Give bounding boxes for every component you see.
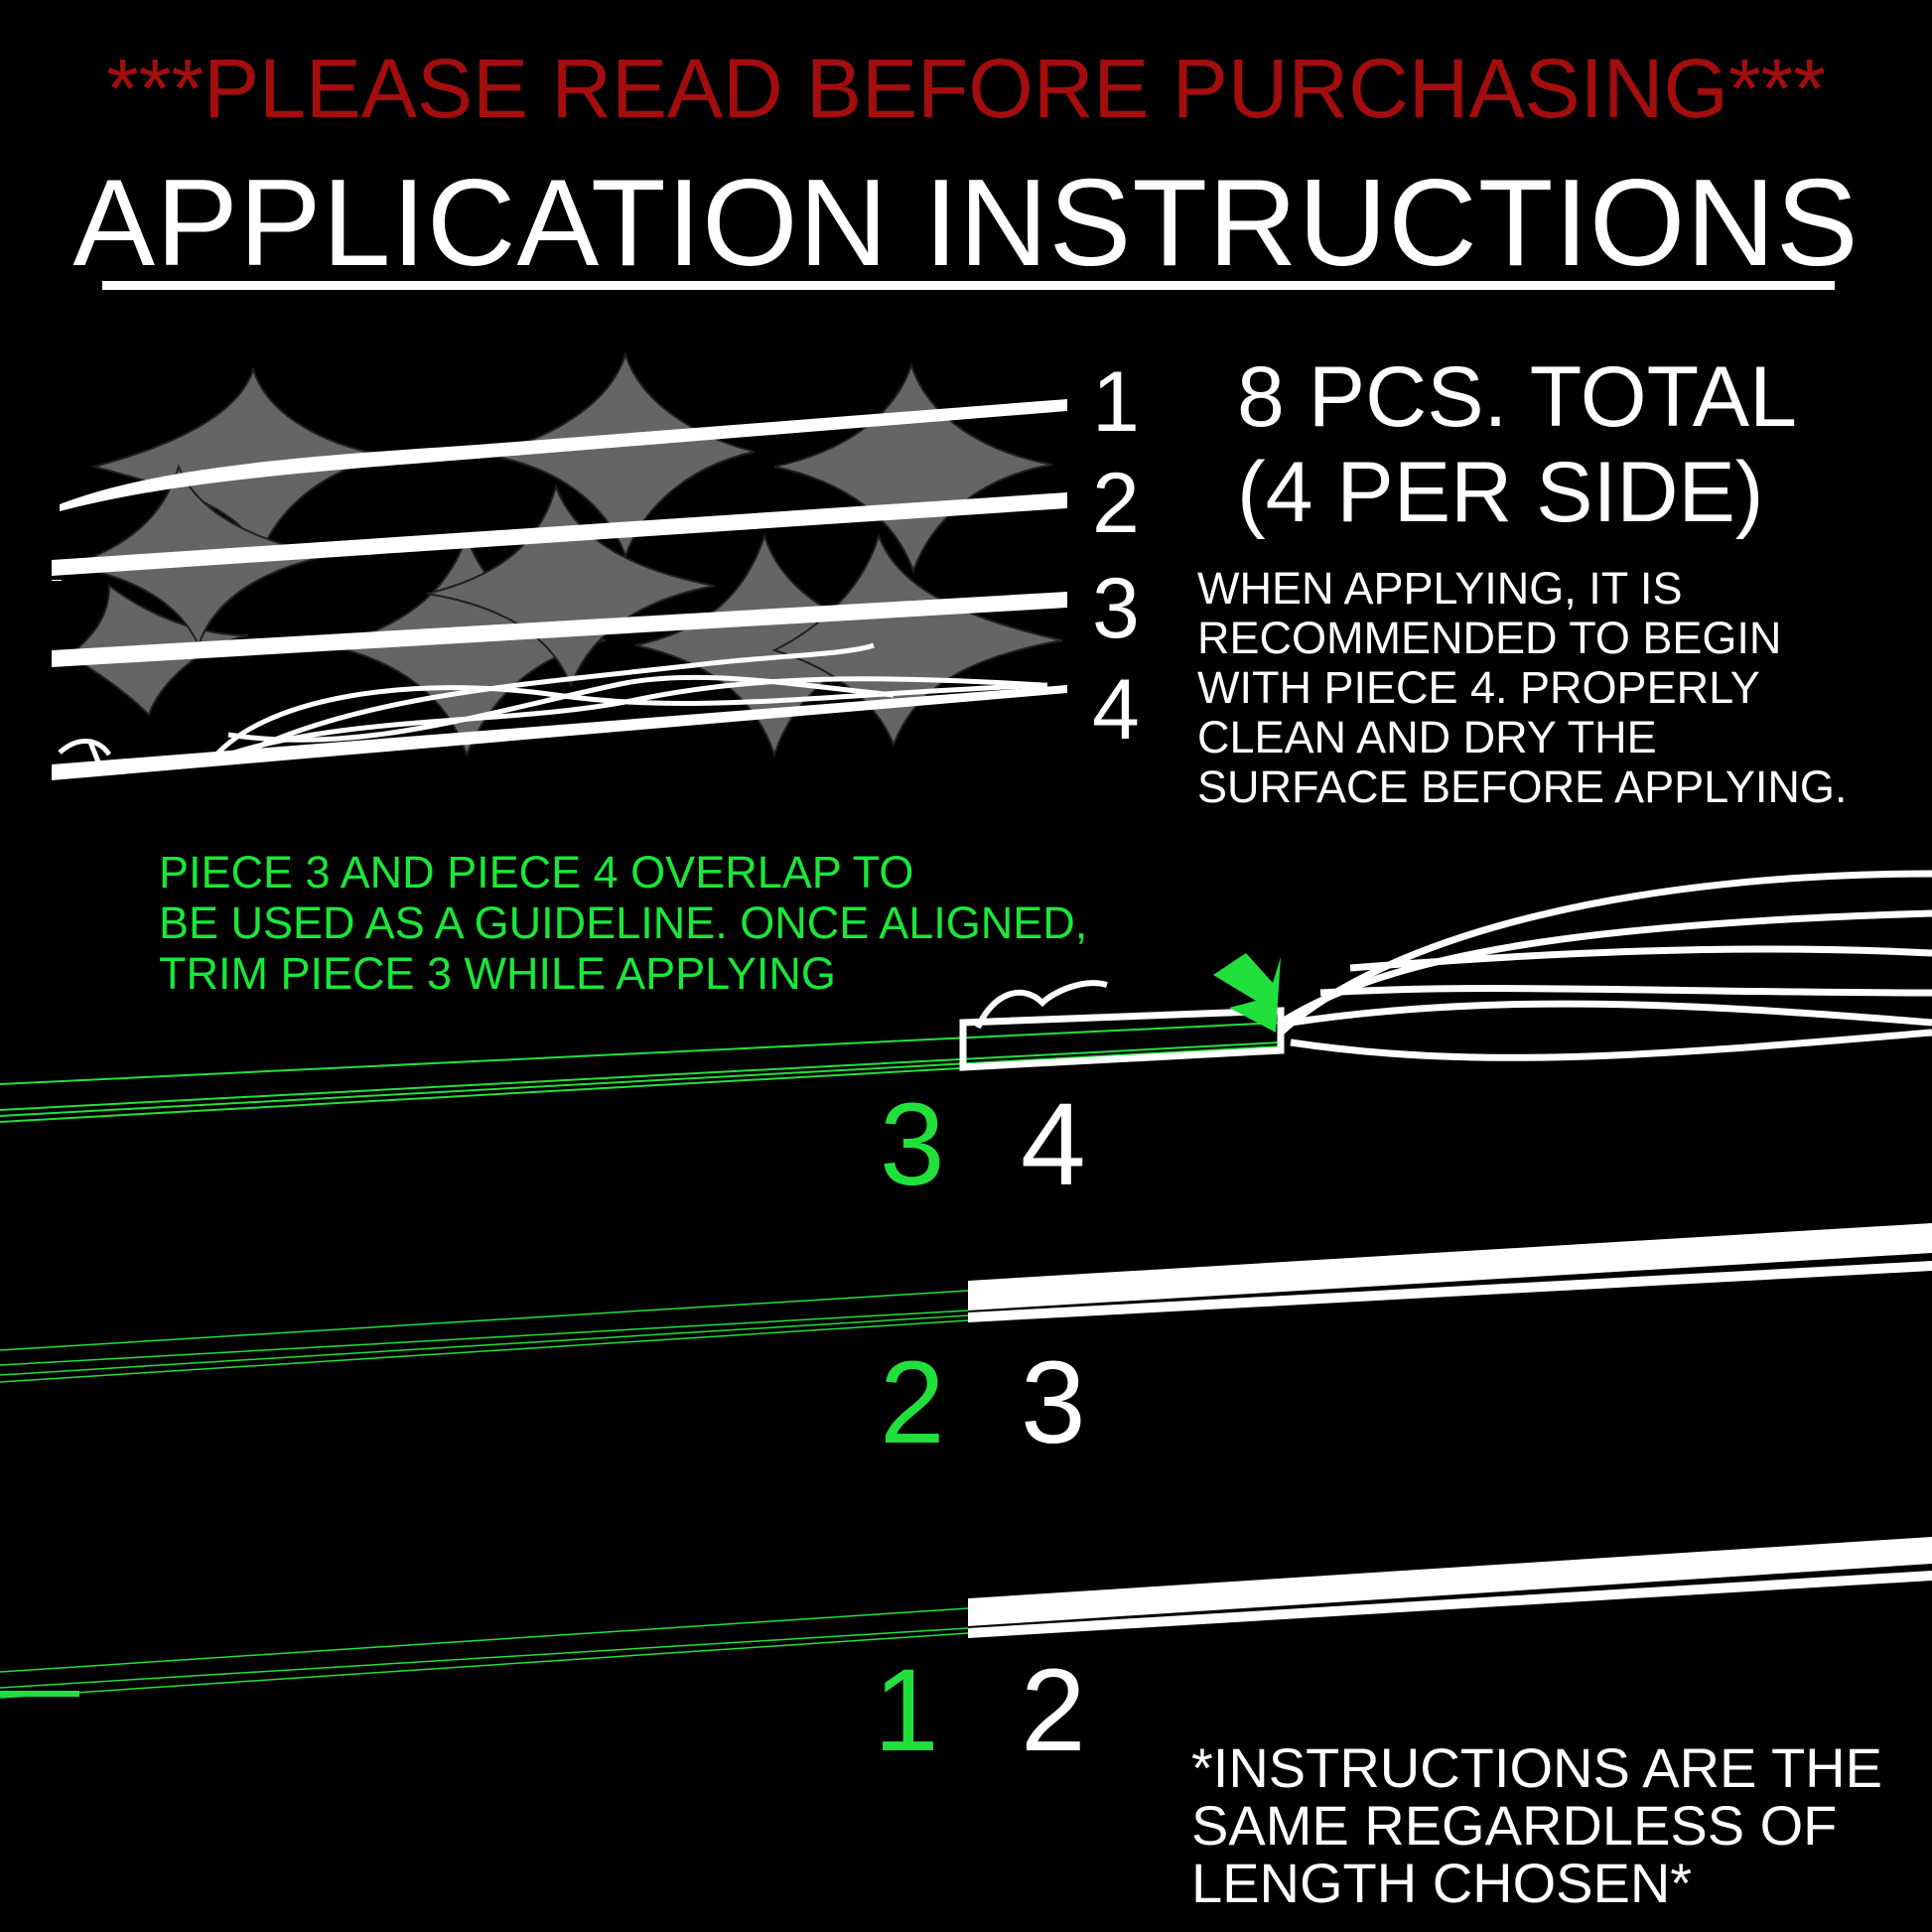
green-tab xyxy=(0,1691,79,1697)
step1-piece-number: 4 xyxy=(1021,1079,1086,1210)
piece4-flourish xyxy=(1278,870,1932,1061)
guide-lines-step2 xyxy=(0,1290,969,1383)
footnote: *INSTRUCTIONS ARE THE SAME REGARDLESS OF… xyxy=(1191,1739,1882,1912)
overview-strips xyxy=(52,399,1067,780)
piece-label-4: 4 xyxy=(1092,662,1140,758)
overview-flourish xyxy=(58,642,1048,766)
step2-piece-number: 3 xyxy=(1021,1337,1086,1468)
green-arrow-icon xyxy=(1213,953,1281,1033)
piece-label-3: 3 xyxy=(1092,561,1140,656)
overlap-note-line: PIECE 3 AND PIECE 4 OVERLAP TO xyxy=(159,847,914,897)
step3-guide-number: 1 xyxy=(874,1645,939,1776)
guide-lines-step1 xyxy=(0,1022,1282,1123)
footnote-line: LENGTH CHOSEN* xyxy=(1191,1852,1693,1914)
guide-lines-step3 xyxy=(0,1607,969,1699)
application-note-line: WHEN APPLYING, IT IS xyxy=(1197,563,1683,614)
overlap-note-line: BE USED AS A GUIDELINE. ONCE ALIGNED, xyxy=(159,897,1088,948)
title-underline xyxy=(102,281,1835,290)
piece-label-2: 2 xyxy=(1092,456,1140,551)
step1-guide-number: 3 xyxy=(880,1079,945,1210)
pieces-per-side: (4 PER SIDE) xyxy=(1237,445,1764,540)
piece4-strip xyxy=(959,980,1285,1071)
page-title: APPLICATION INSTRUCTIONS xyxy=(72,155,1860,292)
total-pieces: 8 PCS. TOTAL xyxy=(1237,349,1797,445)
footnote-line: SAME REGARDLESS OF xyxy=(1191,1794,1838,1857)
application-note-line: RECOMMENDED TO BEGIN xyxy=(1197,613,1782,663)
application-note-line: SURFACE BEFORE APPLYING. xyxy=(1197,761,1848,812)
step3-piece-number: 2 xyxy=(1021,1645,1086,1776)
piece2-strip xyxy=(968,1537,1932,1638)
piece3-strip xyxy=(968,1223,1932,1322)
application-note-line: WITH PIECE 4. PROPERLY xyxy=(1197,662,1760,713)
warning-banner: ***PLEASE READ BEFORE PURCHASING*** xyxy=(106,42,1826,135)
piece-label-1: 1 xyxy=(1092,354,1140,450)
overlap-note: PIECE 3 AND PIECE 4 OVERLAP TO BE USED A… xyxy=(159,847,1087,999)
step2-guide-number: 2 xyxy=(880,1337,945,1468)
footnote-line: *INSTRUCTIONS ARE THE xyxy=(1191,1736,1882,1799)
application-note: WHEN APPLYING, IT IS RECOMMENDED TO BEGI… xyxy=(1197,564,1847,812)
application-note-line: CLEAN AND DRY THE xyxy=(1197,712,1657,762)
overlap-note-line: TRIM PIECE 3 WHILE APPLYING xyxy=(159,948,836,999)
